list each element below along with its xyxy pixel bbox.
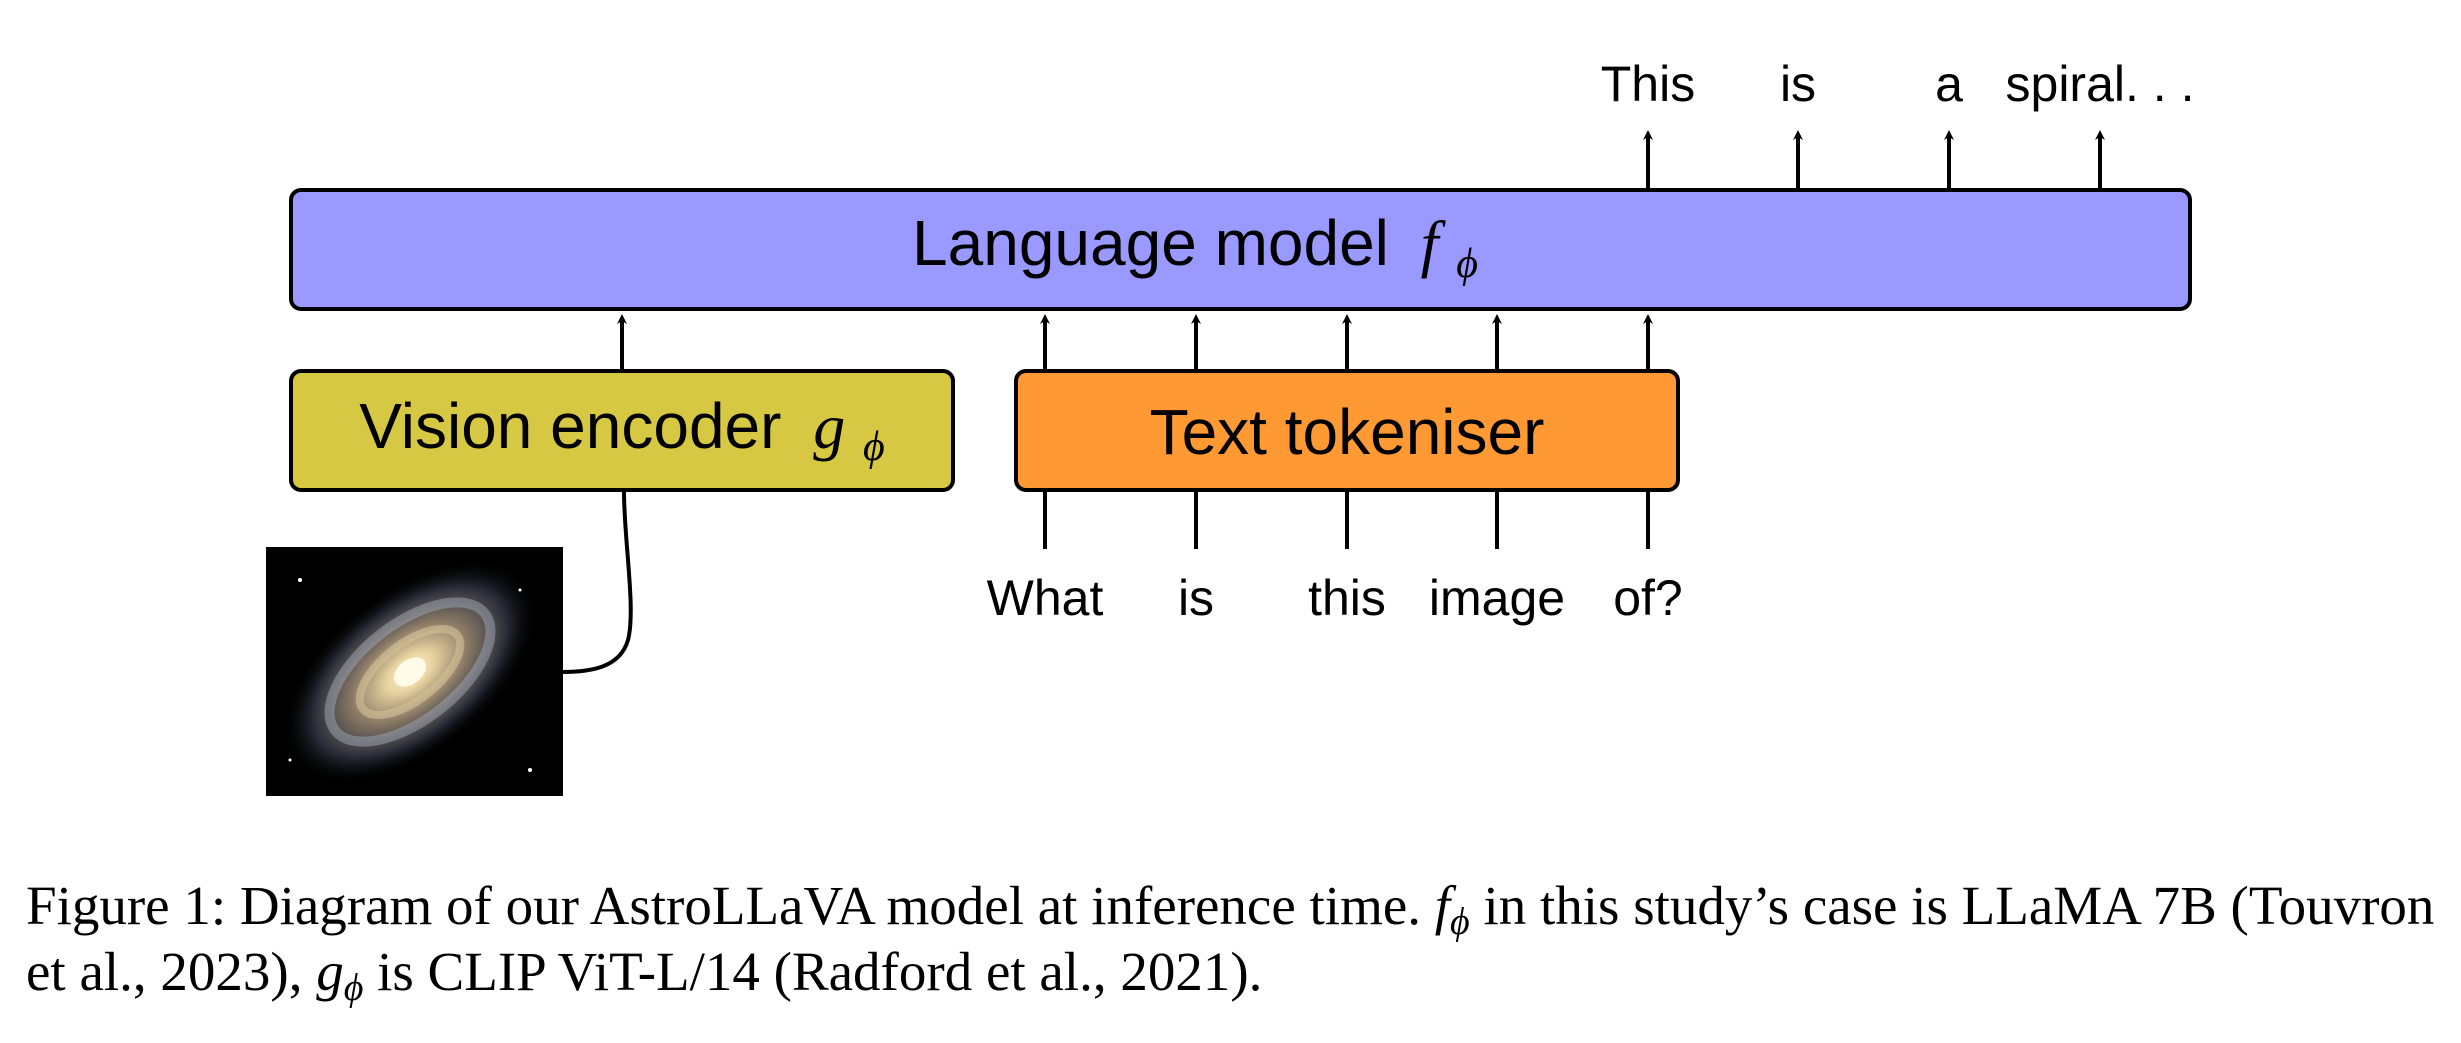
caption-text-1: Figure 1: Diagram of our AstroLLaVA mode…	[26, 875, 1422, 936]
caption-text-2: in this study’s case is LLaMA 7B (Touvro…	[26, 875, 2435, 1002]
image-connector	[561, 491, 633, 674]
input-token-0: What	[987, 570, 1104, 626]
input-token-1: is	[1178, 570, 1214, 626]
output-token-0: This	[1601, 56, 1695, 112]
figure-caption: Figure 1: Diagram of our AstroLLaVA mode…	[26, 873, 2446, 1009]
language-model-box	[289, 188, 2192, 311]
input-token-3: image	[1429, 570, 1565, 626]
vision-encoder-box	[289, 369, 955, 492]
input-token-2: this	[1308, 570, 1386, 626]
output-tokens: This is a spiral. . .	[1601, 56, 2195, 188]
caption-symbol-g: gϕ	[316, 941, 364, 1009]
output-token-3: spiral. . .	[2006, 56, 2195, 112]
language-model-label: Language model f ϕ	[912, 207, 1478, 287]
text-tokeniser-box	[1014, 369, 1680, 492]
output-token-1: is	[1780, 56, 1816, 112]
vision-encoder-label: Vision encoder g ϕ	[359, 390, 885, 470]
input-token-4: of?	[1613, 570, 1683, 626]
caption-text-3: is CLIP ViT-L/14 (Radford et al., 2021).	[377, 941, 1263, 1002]
architecture-diagram: Language model f ϕ Vision encoder g ϕ Te…	[266, 56, 2195, 796]
text-tokeniser-label: Text tokeniser	[1150, 396, 1545, 468]
output-token-2: a	[1935, 56, 1963, 112]
caption-symbol-f: fϕ	[1434, 875, 1470, 943]
input-tokens: What is this image of?	[987, 314, 1683, 626]
galaxy-image	[266, 547, 563, 796]
